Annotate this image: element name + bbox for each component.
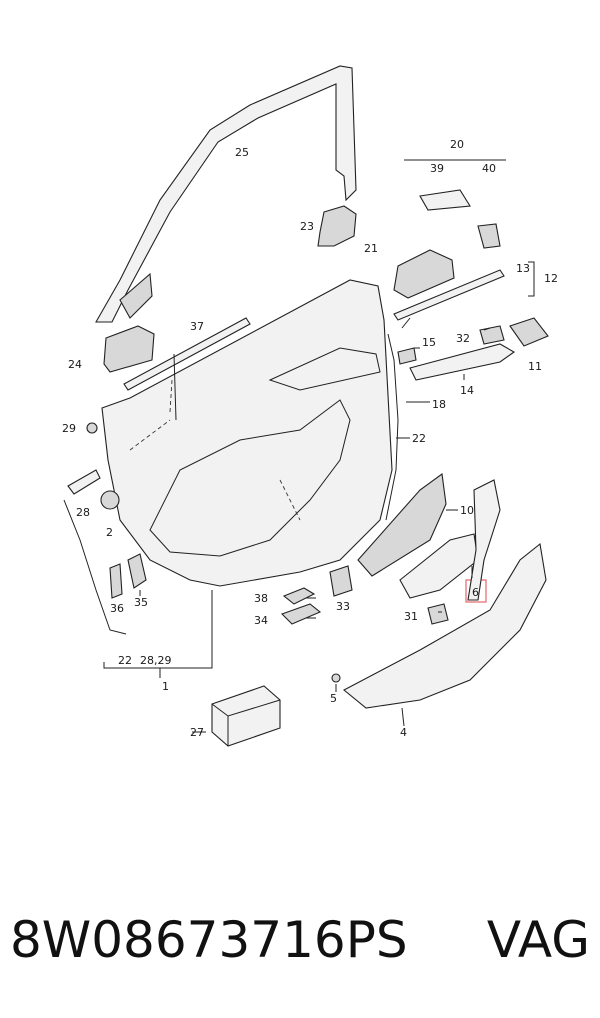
seal-strip-22 bbox=[385, 333, 399, 521]
vertical-trim bbox=[467, 479, 501, 601]
clip-32 bbox=[479, 325, 505, 345]
callout-22-left: 22 bbox=[118, 654, 132, 667]
callout-28: 28 bbox=[76, 506, 90, 519]
trim-clip-28 bbox=[67, 469, 101, 495]
callout-37: 37 bbox=[190, 320, 204, 333]
callout-32: 32 bbox=[456, 332, 470, 345]
leader-lines bbox=[139, 317, 491, 733]
callout-25: 25 bbox=[235, 146, 249, 159]
box-27 bbox=[211, 685, 281, 747]
trim-piece-24 bbox=[103, 325, 155, 373]
callout-2: 2 bbox=[106, 526, 113, 539]
callout-39: 39 bbox=[430, 162, 444, 175]
screw-5 bbox=[331, 673, 341, 683]
strip-13 bbox=[393, 269, 505, 321]
cover-36 bbox=[109, 563, 123, 599]
callout-15: 15 bbox=[422, 336, 436, 349]
callout-31: 31 bbox=[404, 610, 418, 623]
callout-6: 6 bbox=[472, 586, 479, 599]
callout-13: 13 bbox=[516, 262, 530, 275]
group-1-bracket bbox=[103, 662, 213, 678]
callout-4: 4 bbox=[400, 726, 407, 739]
part-38 bbox=[282, 587, 316, 605]
callout-29: 29 bbox=[62, 422, 76, 435]
callout-35: 35 bbox=[134, 596, 148, 609]
part-34 bbox=[280, 603, 322, 625]
callout-36: 36 bbox=[110, 602, 124, 615]
switch-31 bbox=[427, 603, 449, 625]
clip-15 bbox=[397, 347, 417, 365]
part-number: 8W08673716PS bbox=[10, 911, 408, 969]
exploded-parts-diagram: 25 20 39 40 23 21 13 12 37 32 15 24 11 1… bbox=[62, 65, 558, 747]
callout-12: 12 bbox=[544, 272, 558, 285]
cover-35 bbox=[127, 553, 147, 589]
seal-strip-22-left bbox=[63, 499, 127, 635]
footer-caption: 8W08673716PS VAG bbox=[10, 900, 590, 980]
speaker-grommet-2 bbox=[100, 490, 120, 510]
handle-assembly-20 bbox=[393, 159, 506, 299]
callout-33: 33 bbox=[336, 600, 350, 613]
group-12-bracket bbox=[528, 261, 535, 297]
callout-23: 23 bbox=[300, 220, 314, 233]
callout-11: 11 bbox=[528, 360, 542, 373]
callout-20: 20 bbox=[450, 138, 464, 151]
clip-29 bbox=[86, 422, 98, 434]
callout-10: 10 bbox=[460, 504, 474, 517]
callout-22-right: 22 bbox=[412, 432, 426, 445]
window-frame-trim bbox=[95, 65, 357, 323]
part-33 bbox=[329, 565, 353, 597]
callout-1: 1 bbox=[162, 680, 169, 693]
callout-18: 18 bbox=[432, 398, 446, 411]
speaker-grille-10 bbox=[357, 473, 447, 577]
callout-21: 21 bbox=[364, 242, 378, 255]
callout-28-29: 28,29 bbox=[140, 654, 172, 667]
callout-24: 24 bbox=[68, 358, 82, 371]
callout-40: 40 bbox=[482, 162, 496, 175]
callout-34: 34 bbox=[254, 614, 268, 627]
bracket-23 bbox=[317, 205, 357, 247]
callout-27: 27 bbox=[190, 726, 204, 739]
door-trim-panel bbox=[101, 279, 393, 587]
callout-38: 38 bbox=[254, 592, 268, 605]
callout-14: 14 bbox=[460, 384, 474, 397]
clip-strip-37 bbox=[123, 317, 251, 391]
switch-11 bbox=[509, 317, 549, 347]
armrest-trim-14 bbox=[409, 343, 516, 381]
brand-name: VAG bbox=[486, 911, 590, 969]
armrest-4 bbox=[343, 542, 547, 709]
callout-5: 5 bbox=[330, 692, 337, 705]
